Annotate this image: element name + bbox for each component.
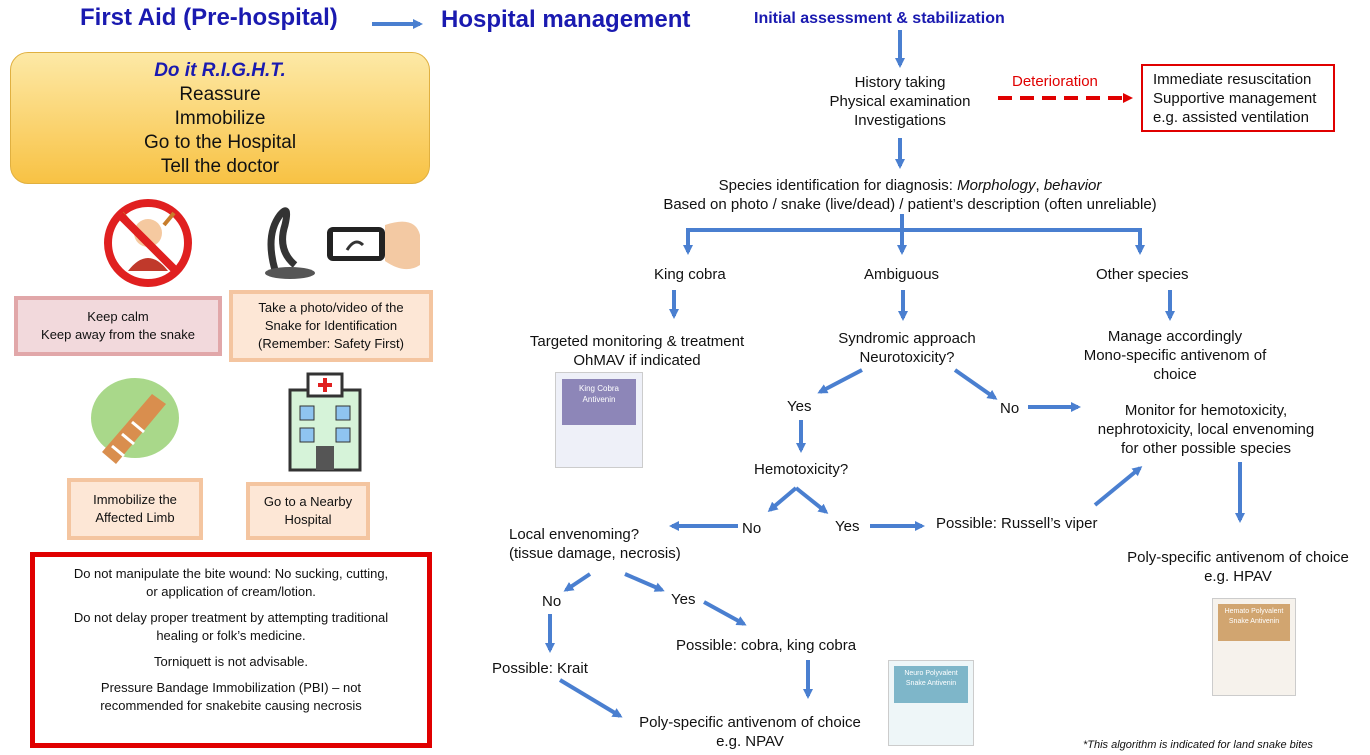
king-cobra-antivenin-image: King Cobra Antivenin bbox=[555, 372, 643, 468]
hpav-box-label: Hemato Polyvalent Snake Antivenin bbox=[1218, 604, 1290, 641]
node-krait: Possible: Krait bbox=[492, 660, 588, 677]
hpav-antivenin-image: Hemato Polyvalent Snake Antivenin bbox=[1212, 598, 1296, 696]
node-hemotoxicity: Hemotoxicity? bbox=[754, 461, 849, 478]
label-no-neuro: No bbox=[1000, 400, 1020, 417]
arrow-syndromic-yes bbox=[817, 368, 863, 394]
resuscitation-text: Immediate resuscitation Supportive manag… bbox=[1153, 71, 1317, 126]
npav-antivenin-image: Neuro Polyvalent Snake Antivenin bbox=[888, 660, 974, 746]
right-heading: Do it R.I.G.H.T. bbox=[154, 60, 286, 81]
label-deterioration: Deterioration bbox=[1012, 73, 1098, 90]
title-hospital-management: Hospital management bbox=[441, 6, 691, 33]
node-manage: Manage accordingly Mono-specific antiven… bbox=[1083, 328, 1267, 383]
node-monitor: Monitor for hemotoxicity, nephrotoxicity… bbox=[1097, 402, 1315, 457]
node-other-species: Other species bbox=[1096, 266, 1189, 283]
arrow-syndromic-no bbox=[953, 368, 998, 400]
node-russell: Possible: Russell’s viper bbox=[936, 515, 1098, 532]
arrow-russell-monitor bbox=[1093, 466, 1143, 507]
warning-2: Do not delay proper treatment by attempt… bbox=[73, 610, 389, 643]
warning-1: Do not manipulate the bite wound: No suc… bbox=[73, 566, 389, 599]
node-targeted: Targeted monitoring & treatment OhMAV if… bbox=[529, 333, 745, 369]
card-immobilize-limb: Immobilize the Affected Limb bbox=[67, 478, 203, 540]
species-text-a: Species identification for diagnosis: bbox=[718, 177, 958, 194]
title-first-aid: First Aid (Pre-hospital) bbox=[80, 4, 338, 31]
hospital-building-icon bbox=[288, 372, 362, 472]
bandaged-limb-icon bbox=[91, 378, 179, 464]
node-local-envenoming: Local envenoming? (tissue damage, necros… bbox=[509, 526, 681, 562]
right-line-reassure: Reassure bbox=[179, 84, 261, 105]
arrow-krait-npav bbox=[558, 678, 623, 718]
node-poly-npav: Poly-specific antivenom of choice e.g. N… bbox=[639, 714, 861, 750]
species-text-d: behavior bbox=[1043, 177, 1102, 194]
node-cobra: Possible: cobra, king cobra bbox=[676, 637, 857, 654]
right-line-hospital: Go to the Hospital bbox=[143, 132, 297, 153]
label-yes-neuro: Yes bbox=[787, 398, 812, 415]
right-mnemonic-box: Do it R.I.G.H.T. Reassure Immobilize Go … bbox=[10, 52, 430, 184]
label-yes-hemo: Yes bbox=[835, 518, 860, 535]
warning-box: Do not manipulate the bite wound: No suc… bbox=[30, 552, 432, 748]
resuscitation-box: Immediate resuscitation Supportive manag… bbox=[1141, 64, 1335, 132]
node-ambiguous: Ambiguous bbox=[864, 266, 940, 283]
node-syndromic: Syndromic approach Neurotoxicity? bbox=[838, 330, 976, 366]
warning-3: Torniquett is not advisable. bbox=[154, 654, 308, 669]
arrow-local-yes bbox=[624, 572, 665, 592]
node-initial-assessment: Initial assessment & stabilization bbox=[754, 10, 1005, 27]
warning-4: Pressure Bandage Immobilization (PBI) – … bbox=[100, 680, 362, 713]
species-text-c: , bbox=[1035, 177, 1044, 194]
node-species-line1: Species identification for diagnosis: Mo… bbox=[620, 176, 1200, 195]
right-line-tell: Tell the doctor bbox=[160, 156, 280, 177]
label-yes-local: Yes bbox=[671, 591, 696, 608]
card-keep-calm: Keep calm Keep away from the snake bbox=[14, 296, 222, 356]
label-no-hemo: No bbox=[742, 520, 762, 537]
label-no-local: No bbox=[542, 593, 562, 610]
card-nearby-hospital: Go to a Nearby Hospital bbox=[246, 482, 370, 540]
arrow-branch-other bbox=[686, 228, 1145, 255]
node-king-cobra: King cobra bbox=[654, 266, 726, 283]
footnote: *This algorithm is indicated for land sn… bbox=[1083, 739, 1313, 751]
node-species-line2: Based on photo / snake (live/dead) / pat… bbox=[663, 196, 1157, 213]
arrow-hemo-no bbox=[767, 486, 798, 512]
species-text-b: Morphology bbox=[957, 177, 1036, 194]
node-history: History taking Physical examination Inve… bbox=[829, 74, 971, 129]
arrow-yes-cobra bbox=[703, 600, 747, 626]
arrow-hemo-yes bbox=[794, 486, 829, 514]
card-take-photo: Take a photo/video of the Snake for Iden… bbox=[229, 290, 433, 362]
right-line-immobilize: Immobilize bbox=[174, 108, 266, 129]
arrow-local-no bbox=[563, 572, 592, 592]
node-poly-hpav: Poly-specific antivenom of choice e.g. H… bbox=[1127, 549, 1349, 585]
king-cobra-box-label: King Cobra Antivenin bbox=[562, 379, 636, 425]
panic-prohibited-icon bbox=[104, 199, 192, 287]
npav-box-label: Neuro Polyvalent Snake Antivenin bbox=[894, 666, 968, 703]
snake-phone-icon bbox=[265, 207, 420, 279]
